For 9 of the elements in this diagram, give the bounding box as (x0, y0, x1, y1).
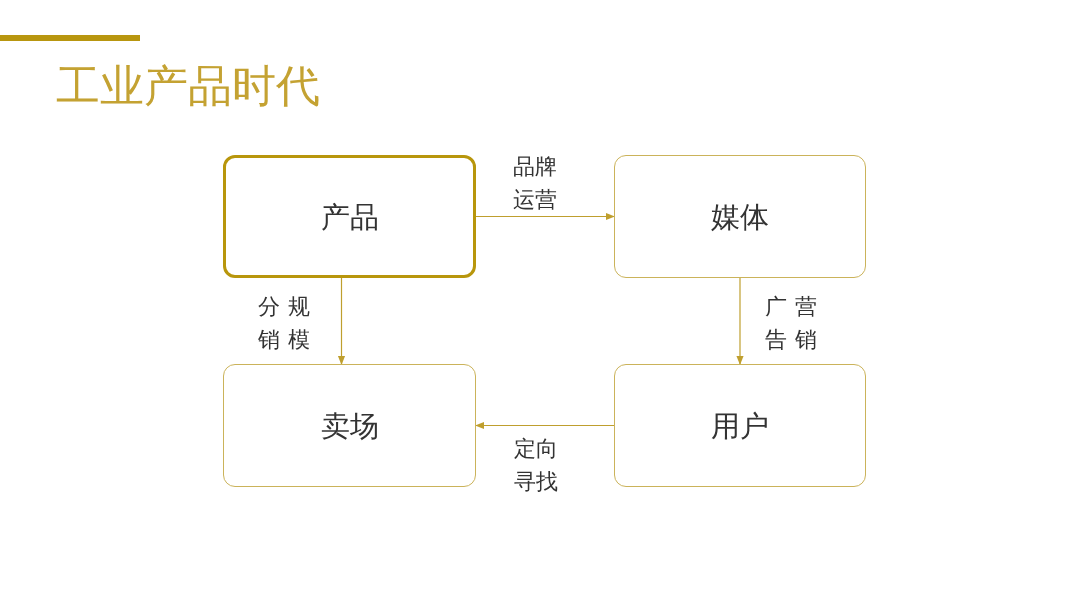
node-label: 卖场 (320, 407, 379, 444)
process-box (223, 364, 476, 487)
process-box (614, 155, 866, 278)
process-box (614, 364, 866, 487)
node-label: 用户 (711, 407, 769, 444)
node-label: 产品 (320, 198, 379, 235)
process-box (223, 155, 476, 278)
node-label: 媒体 (711, 198, 769, 235)
slide-title: 工业产品时代 (56, 59, 320, 113)
